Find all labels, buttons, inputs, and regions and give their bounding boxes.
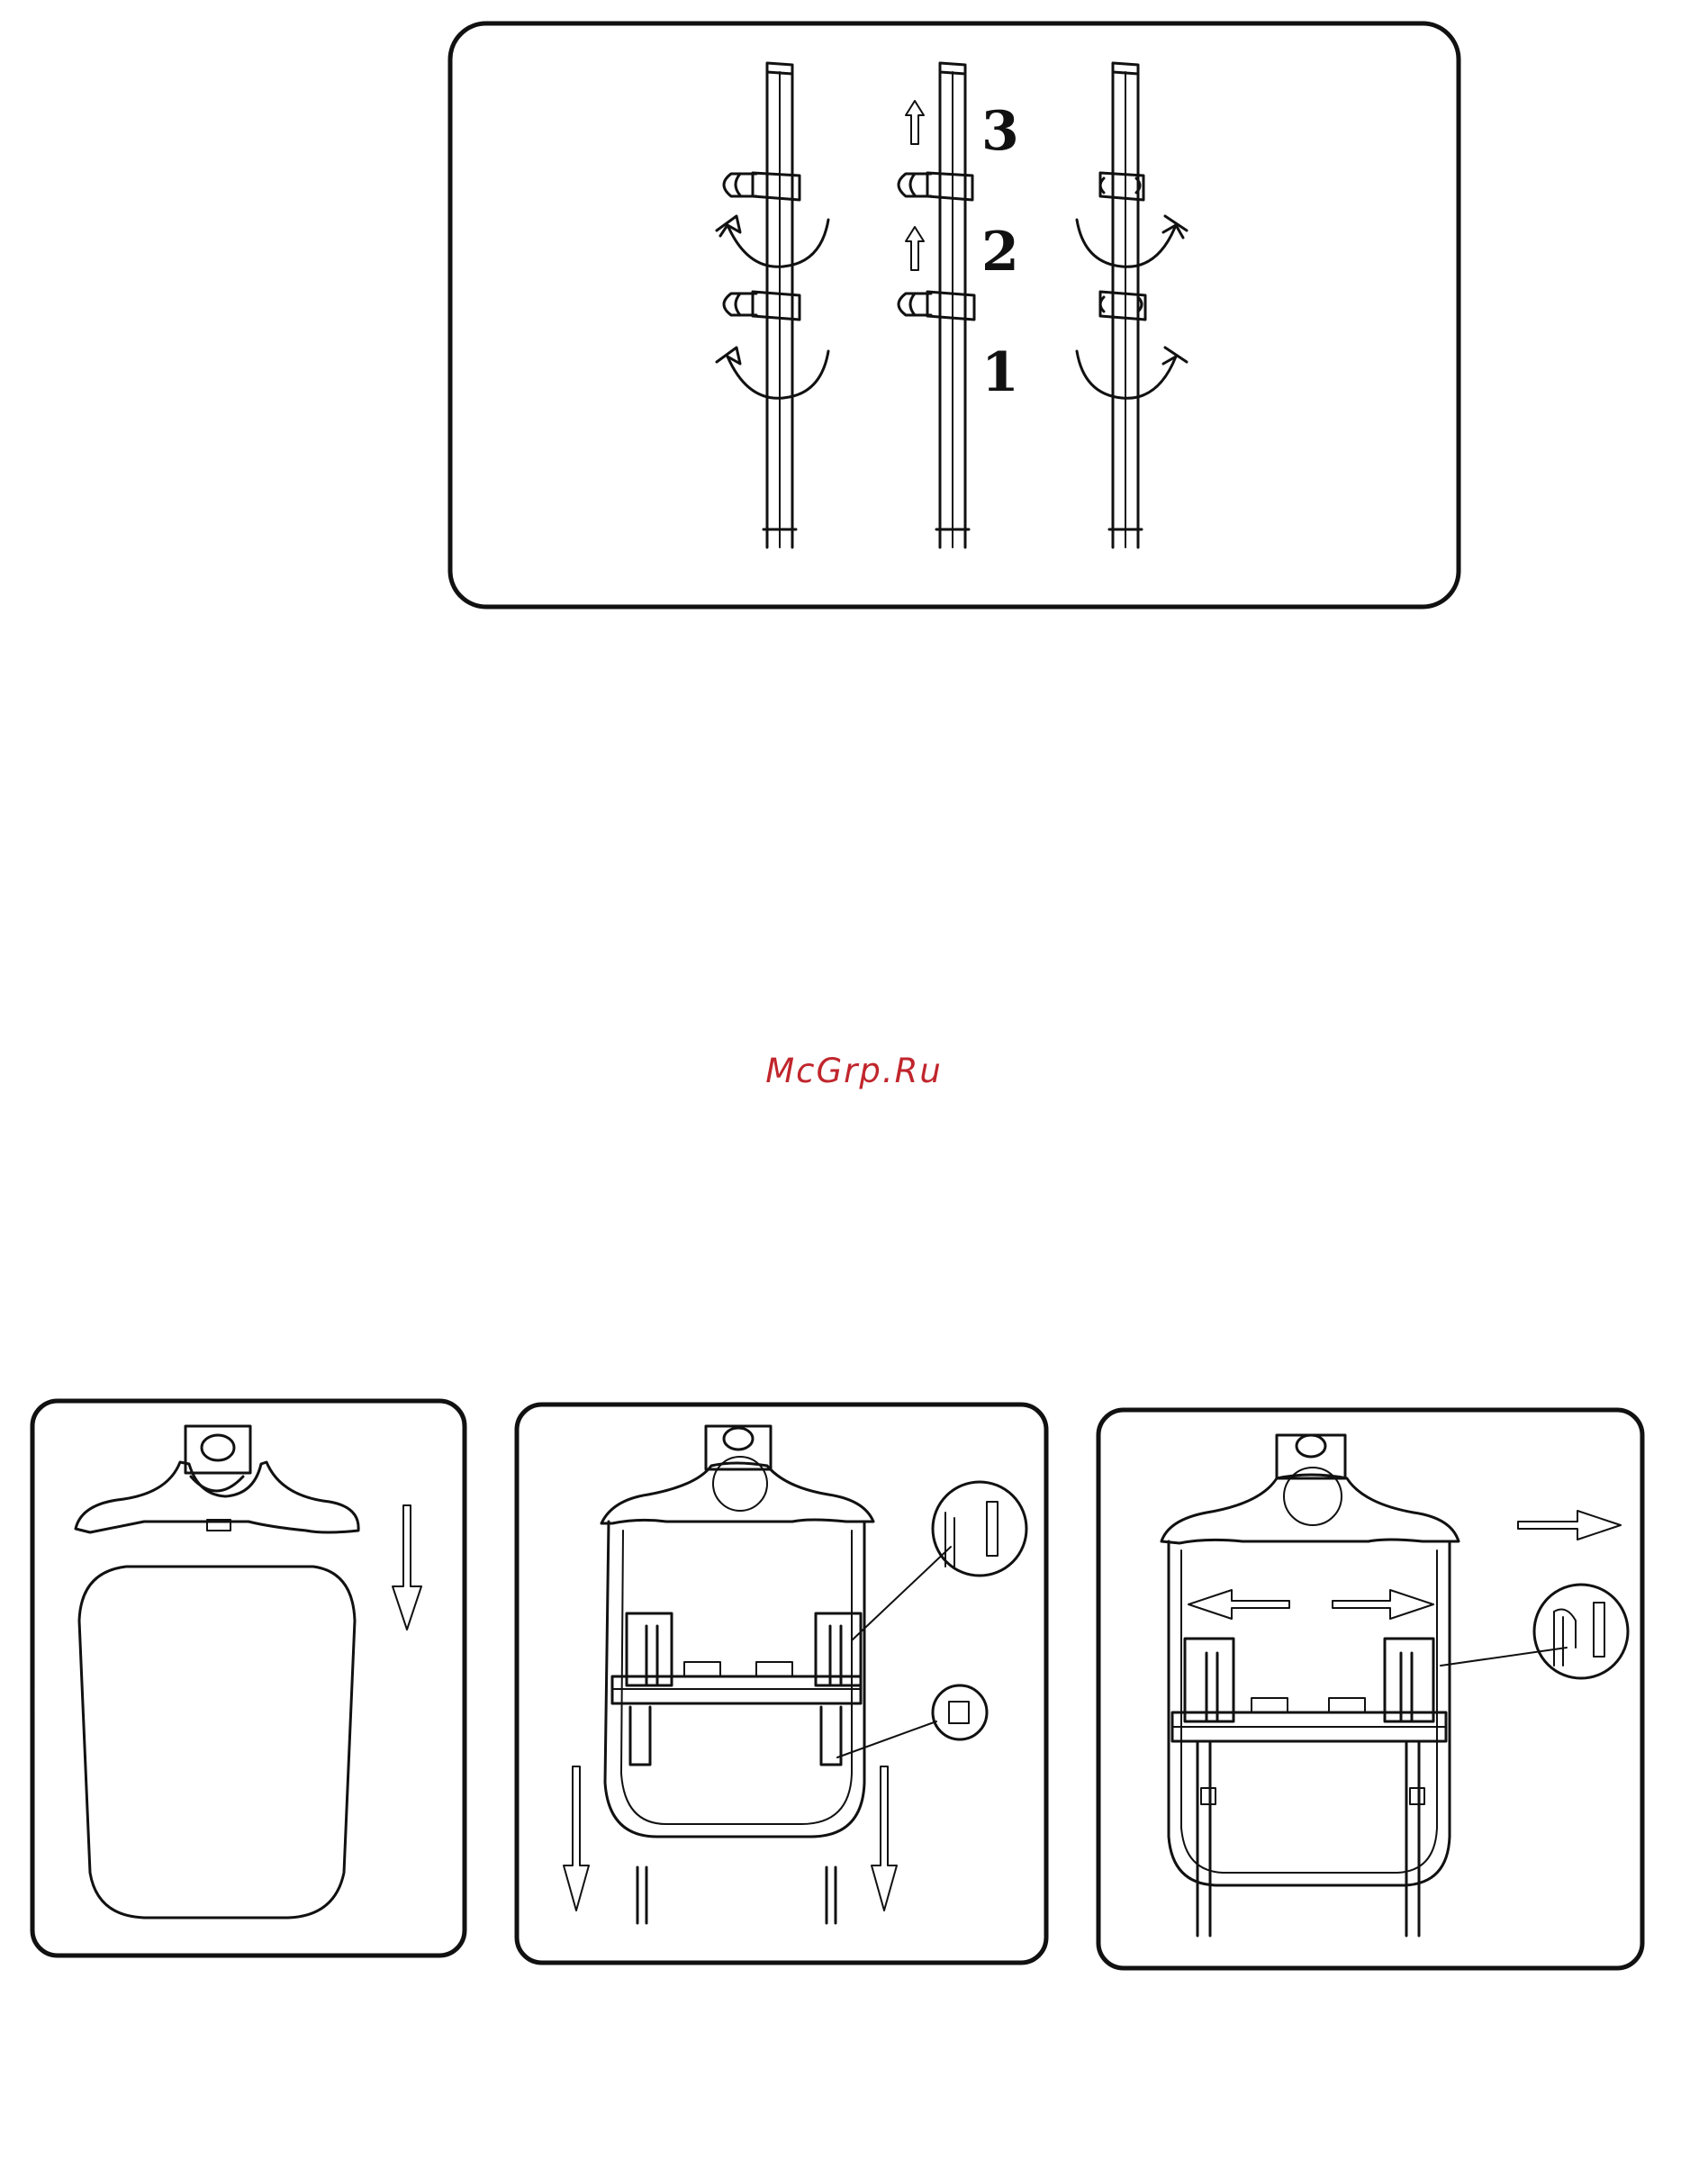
panel-2-insert-tubes — [517, 1405, 1046, 1963]
panel-1-frame — [32, 1401, 465, 1956]
step-label-1: 1 — [981, 341, 1019, 404]
top-panel: 3 2 1 — [450, 23, 1459, 607]
step-label-3: 3 — [981, 100, 1019, 163]
watermark-text: McGrp.Ru — [0, 1052, 1708, 1090]
panel-2-frame — [517, 1405, 1046, 1963]
step-label-2: 2 — [981, 221, 1019, 284]
top-panel-frame — [450, 23, 1459, 607]
panel-1-attach-hanger — [32, 1401, 465, 1956]
panel-3-lock-clips — [1098, 1410, 1642, 1968]
